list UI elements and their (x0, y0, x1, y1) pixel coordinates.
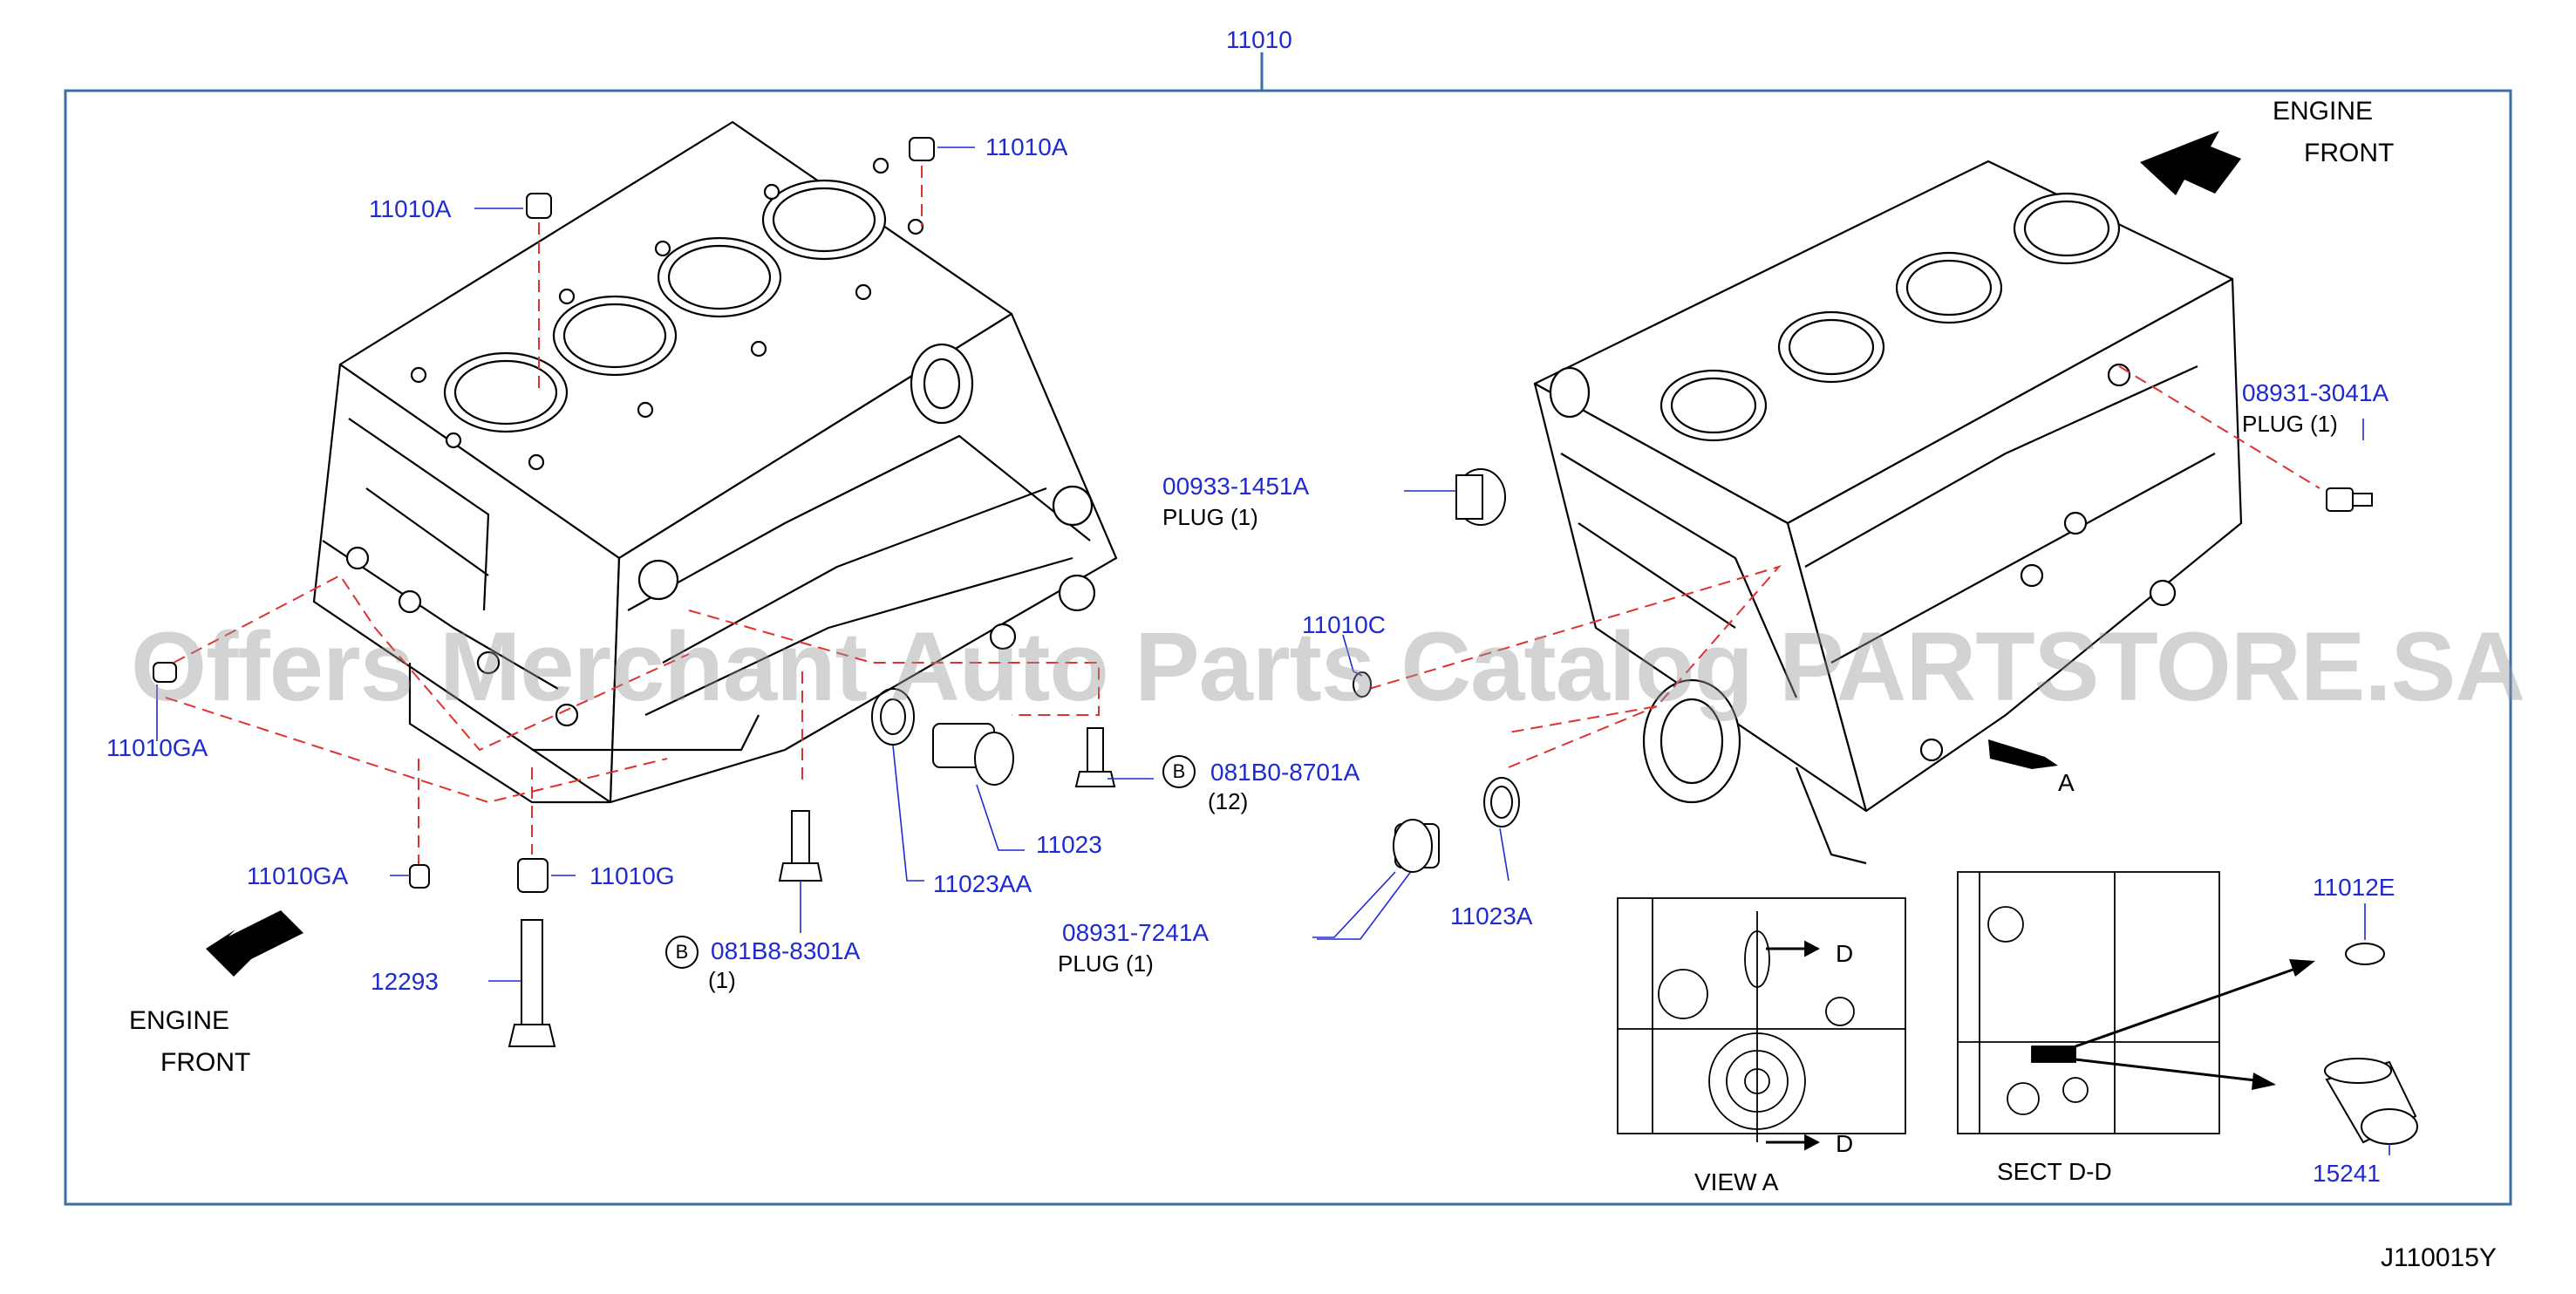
callout-11010c[interactable]: 11010C (1302, 611, 1387, 638)
left-dashed-guides (156, 166, 1100, 872)
right-dashed-guides (1368, 365, 2320, 768)
left-engine-block (312, 120, 1118, 804)
callout-11010g[interactable]: 11010G (589, 862, 675, 889)
top-part-number[interactable]: 11010 (1226, 26, 1292, 53)
right-leaders (1312, 419, 2364, 938)
circle-b-081b0: B (1162, 755, 1196, 788)
note-section-d-top: D (1836, 940, 1854, 967)
note-qty-081b8: (1) (708, 967, 736, 993)
left-engine-front-label1: ENGINE (129, 1006, 230, 1035)
callout-081b0-8701a[interactable]: 081B0-8701A (1210, 759, 1360, 786)
callout-11010ga-left[interactable]: 11010GA (106, 734, 208, 761)
right-engine-block (1533, 160, 2243, 865)
note-arrow-a: A (2058, 769, 2075, 796)
view-a-arrow (1988, 739, 2058, 769)
callout-12293[interactable]: 12293 (371, 968, 439, 995)
left-leaders (156, 146, 1418, 982)
left-engine-front-label2: FRONT (160, 1048, 251, 1077)
callout-11010a-left[interactable]: 11010A (369, 195, 452, 222)
left-engine-front-arrow (206, 910, 303, 977)
note-plug-08931-3041: PLUG (1) (2242, 411, 2338, 437)
callout-11012e[interactable]: 11012E (2313, 874, 2395, 901)
note-section-d-bottom: D (1836, 1130, 1854, 1157)
note-plug-08931-7241: PLUG (1) (1058, 950, 1154, 977)
sect-dd-inset (1957, 871, 2220, 1134)
circle-b-081b8: B (665, 936, 699, 969)
diagram-frame (64, 89, 2512, 1206)
note-qty-081b0: (12) (1208, 788, 1249, 814)
view-a-label: VIEW A (1694, 1168, 1779, 1195)
drawing-code: J110015Y (2381, 1243, 2497, 1272)
callout-11023a[interactable]: 11023A (1450, 902, 1533, 930)
left-small-parts (153, 137, 1116, 1047)
callout-11010a-top[interactable]: 11010A (985, 133, 1068, 160)
sect-parts (2324, 943, 2418, 1145)
sect-dd-label: SECT D-D (1997, 1158, 2112, 1185)
right-small-parts (1353, 468, 2373, 873)
watermark: Offers Merchant Auto Parts Catalog PARTS… (131, 612, 2525, 721)
callout-15241[interactable]: 15241 (2313, 1160, 2381, 1187)
right-engine-front-label2: FRONT (2304, 139, 2395, 167)
callout-08931-7241a[interactable]: 08931-7241A (1062, 919, 1210, 946)
callout-11023aa[interactable]: 11023AA (933, 870, 1032, 897)
callout-00933-1451a[interactable]: 00933-1451A (1162, 473, 1310, 500)
right-engine-front-label1: ENGINE (2273, 97, 2374, 126)
view-a-inset (1617, 897, 1906, 1151)
note-plug-00933: PLUG (1) (1162, 504, 1258, 530)
callout-08931-3041a[interactable]: 08931-3041A (2242, 379, 2389, 406)
callout-081b8-8301a[interactable]: 081B8-8301A (711, 937, 861, 964)
callout-11023[interactable]: 11023 (1036, 831, 1102, 858)
sect-pointer-arrows (2075, 966, 2299, 1083)
right-engine-front-arrow (2140, 131, 2241, 195)
callout-11010ga-bottom[interactable]: 11010GA (247, 862, 349, 889)
